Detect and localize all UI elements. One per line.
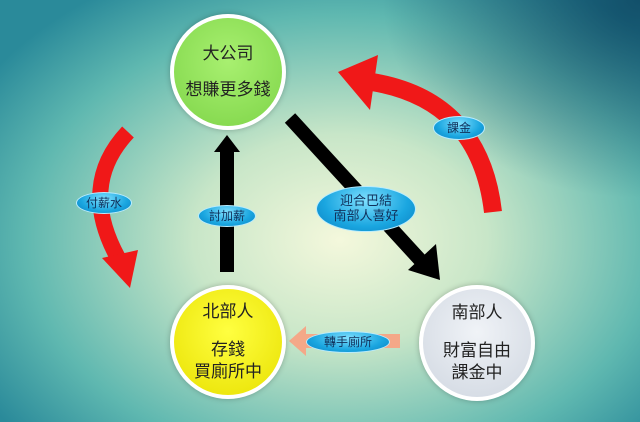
- ask-raise-text: 討加薪: [208, 208, 245, 223]
- resell-arrowhead: [289, 326, 306, 356]
- label-ask-raise: 討加薪: [198, 205, 256, 227]
- resell-text: 轉手廁所: [323, 334, 372, 349]
- pay-salary-arrow: [92, 126, 134, 262]
- north-line2: 買廁所中: [194, 362, 262, 382]
- cater-arrowhead: [408, 244, 440, 280]
- south-line2: 課金中: [451, 363, 503, 383]
- label-pay-salary: 付薪水: [76, 192, 132, 214]
- spend-text: 課金: [446, 120, 471, 135]
- spend-arrowhead: [338, 55, 378, 110]
- node-north: 北部人 存錢 買廁所中: [170, 285, 286, 399]
- cater-text-2: 南部人喜好: [333, 209, 399, 224]
- south-title: 南部人: [451, 303, 503, 323]
- label-spend: 課金: [433, 116, 485, 140]
- label-cater: 迎合巴結南部人喜好: [316, 186, 416, 232]
- node-company: 大公司 想賺更多錢: [170, 14, 286, 130]
- north-title: 北部人: [202, 302, 254, 322]
- ask-raise-arrowhead: [214, 135, 240, 152]
- south-line1: 財富自由: [443, 341, 511, 361]
- company-desc: 想賺更多錢: [185, 80, 271, 100]
- company-title: 大公司: [202, 44, 254, 64]
- node-south: 南部人 財富自由 課金中: [419, 285, 535, 401]
- label-resell: 轉手廁所: [306, 331, 390, 353]
- pay-salary-text: 付薪水: [85, 195, 122, 210]
- cater-text-1: 迎合巴結: [339, 194, 392, 209]
- pay-salary-arrowhead: [102, 250, 138, 288]
- north-line1: 存錢: [211, 340, 245, 360]
